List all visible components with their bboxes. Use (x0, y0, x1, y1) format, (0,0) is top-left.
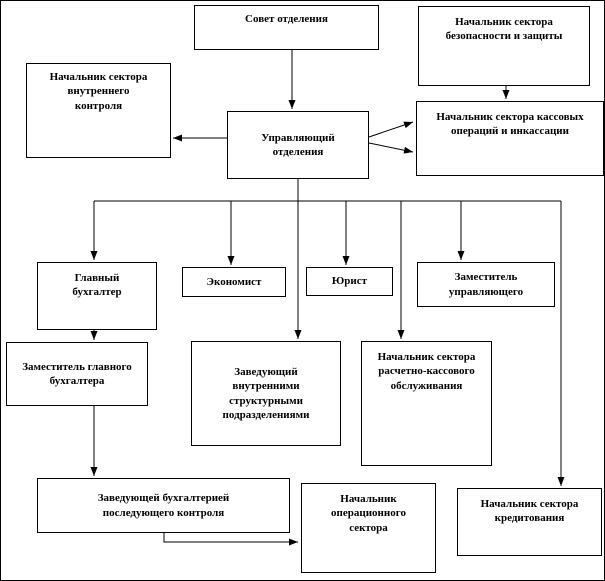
org-box-security: Начальник сектора безопасности и защиты (418, 6, 590, 86)
org-box-chief-accountant: Главный бухгалтер (37, 262, 157, 330)
edge-manager-cash-ops-2 (368, 142, 414, 154)
org-box-operations: Начальник операционного сектора (301, 483, 436, 573)
org-box-sovet: Совет отделения (194, 5, 379, 50)
edge-follow-up-operations (163, 533, 298, 546)
org-box-internal-divisions: Заведующий внутренними структурными подр… (191, 341, 341, 446)
org-box-cash-ops: Начальник сектора кассовых операций и ин… (416, 101, 604, 176)
org-box-lending: Начальник сектора кредитования (457, 488, 602, 556)
org-box-economist: Экономист (182, 267, 286, 297)
org-box-manager: Управляющий отделения (227, 111, 369, 179)
org-box-follow-up-accounting: Заведующей бухгалтерией последующего кон… (37, 478, 290, 533)
edge-manager-cash-ops-1 (368, 121, 414, 138)
org-box-internal-control: Начальник сектора внутреннего контроля (26, 63, 171, 158)
org-box-lawyer: Юрист (306, 267, 393, 296)
org-box-deputy-chief-accountant: Заместитель главного бухгалтера (6, 342, 148, 406)
org-box-deputy-manager: Заместитель управляющего (417, 262, 555, 307)
org-box-settlement-cash: Начальник сектора расчетно-кассового обс… (361, 341, 492, 466)
